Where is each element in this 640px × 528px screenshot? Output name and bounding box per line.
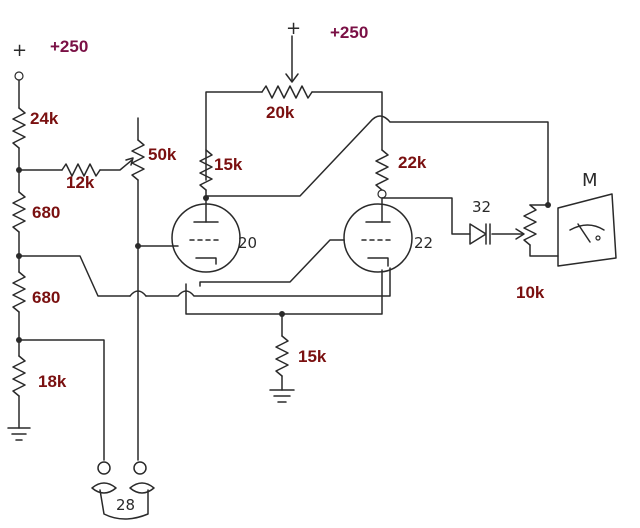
tube-left: 20 — [171, 195, 257, 273]
wire — [18, 339, 105, 461]
label-20k: 20k — [266, 103, 295, 122]
cathode-resistor: 15k — [269, 311, 327, 403]
pot-10k-resistor — [523, 204, 537, 246]
terminal-left — [97, 461, 111, 475]
pot-50k: 50k — [131, 117, 177, 461]
label-10k: 10k — [516, 283, 545, 302]
ground-symbol-center — [269, 389, 295, 403]
probe-loop — [99, 489, 149, 520]
junction — [203, 195, 209, 201]
clip-left — [91, 482, 117, 494]
resistor-680-b — [12, 271, 26, 313]
wire — [529, 244, 559, 257]
tube-cathode-right — [367, 257, 389, 267]
arrow-head — [285, 73, 299, 83]
label-22k-plate: 22k — [398, 153, 427, 172]
top-supply: + +250 — [285, 18, 368, 83]
clip-right — [129, 482, 155, 494]
wire — [381, 197, 471, 235]
label-680-b: 680 — [32, 288, 60, 307]
supply-plus-sign-left: + — [12, 40, 27, 61]
probe-label: 28 — [116, 496, 135, 514]
resistor-18k — [12, 355, 26, 397]
ground-symbol-left — [7, 427, 31, 441]
plate-node-right — [377, 189, 387, 199]
supply-plus-sign-top: + — [286, 18, 301, 39]
meter-scale — [569, 224, 605, 231]
pot-50k-resistor — [131, 139, 145, 181]
meter-pivot — [595, 235, 601, 241]
wire — [145, 267, 391, 297]
resistor-15k-cathode — [275, 335, 289, 377]
wire-crossover — [129, 290, 147, 297]
probe-terminals: 28 — [91, 461, 155, 520]
resistor-15k-plate — [199, 149, 213, 191]
tube-envelope-right — [343, 203, 413, 273]
meter-needle — [577, 223, 591, 243]
wire — [18, 255, 131, 297]
supply-terminal-left — [14, 71, 24, 81]
meter-box — [557, 193, 617, 267]
label-15k-plate: 15k — [214, 155, 243, 174]
label-15k-cathode: 15k — [298, 347, 327, 366]
junction — [545, 202, 551, 208]
pot-20k-resistor — [261, 85, 313, 99]
tube-label-left: 20 — [238, 234, 257, 252]
supply-label-top: +250 — [330, 23, 368, 42]
wire-cross-top — [205, 115, 549, 206]
tube-cathode-left — [195, 257, 217, 265]
resistor-12k — [61, 163, 101, 177]
label-50k: 50k — [148, 145, 177, 164]
meter-label: M — [582, 170, 598, 191]
tube-label-right: 22 — [414, 234, 433, 252]
diode-label: 32 — [472, 198, 491, 216]
resistor-22k-plate — [375, 149, 389, 191]
label-680-a: 680 — [32, 203, 60, 222]
output-stage: 32 10k M — [381, 170, 617, 302]
supply-label-left: +250 — [50, 37, 88, 56]
label-18k: 18k — [38, 372, 67, 391]
divider-chain: 24k 680 680 18k — [7, 79, 67, 441]
diode — [469, 223, 487, 245]
label-12k: 12k — [66, 173, 95, 192]
arrow-head — [515, 228, 525, 240]
resistor-24k — [12, 107, 26, 149]
plate-resistors: 15k 22k — [199, 149, 427, 201]
wire-grid-right — [199, 239, 345, 287]
resistor-680-a — [12, 191, 26, 233]
wire — [311, 91, 383, 151]
left-supply: + +250 — [12, 37, 88, 81]
tube-right: 22 — [343, 197, 433, 273]
wire — [99, 159, 133, 171]
wire-cathodes — [185, 269, 383, 315]
terminal-right — [133, 461, 147, 475]
r12k-branch: 12k — [18, 157, 134, 192]
label-24k: 24k — [30, 109, 59, 128]
